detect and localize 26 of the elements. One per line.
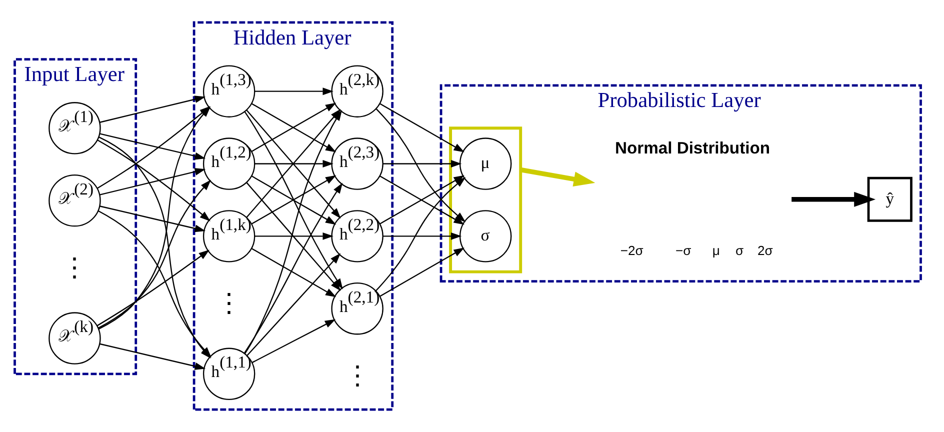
label: ⋮ xyxy=(216,288,242,318)
arrow xyxy=(254,88,333,96)
arrow xyxy=(251,319,336,364)
arrow xyxy=(98,180,210,329)
node-box: ŷ xyxy=(866,176,912,222)
arrow xyxy=(520,167,595,187)
arrow xyxy=(99,96,206,123)
arrow xyxy=(382,232,462,240)
node-text: Normal Distribution −2σ −σ μ σ 2σ xyxy=(614,138,772,258)
arrow xyxy=(99,343,206,370)
arrow xyxy=(96,140,210,222)
arrow xyxy=(379,103,464,152)
arrow xyxy=(99,206,206,232)
node-circle: σ xyxy=(458,210,512,262)
label: ⋮ xyxy=(344,361,370,390)
node-circle: μ xyxy=(458,138,512,190)
label: ⋮ xyxy=(61,253,88,282)
arrow xyxy=(379,248,464,297)
arrow xyxy=(254,160,333,168)
arrow xyxy=(791,192,876,207)
arrow xyxy=(254,232,333,240)
arrow xyxy=(96,250,209,326)
arrow xyxy=(250,248,336,298)
arrow xyxy=(382,160,462,168)
arrow xyxy=(99,133,206,160)
arrow xyxy=(99,168,206,196)
